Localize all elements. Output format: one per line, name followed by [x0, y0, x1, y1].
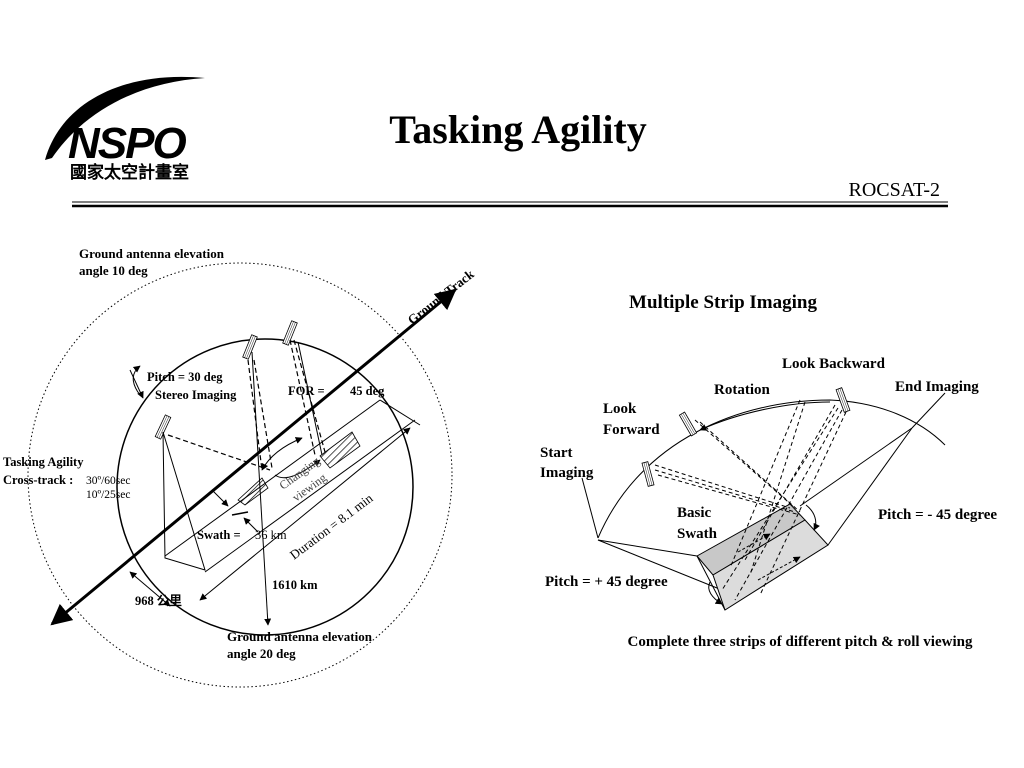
swath-value: 36 km [255, 528, 287, 542]
for-value: 45 deg [350, 384, 385, 398]
logo-swoosh [45, 76, 205, 160]
pitch-pos45-label: Pitch = + 45 degree [545, 574, 668, 590]
start-imaging-label-2: Imaging [540, 465, 594, 481]
pitch-30-label: Pitch = 30 deg [147, 370, 223, 384]
basic-swath-label: Basic [677, 505, 712, 521]
look-forward-label-2: Forward [603, 422, 660, 438]
tasking-agility-label: Tasking Agility [3, 455, 84, 469]
strip-imaging-caption: Complete three strips of different pitch… [628, 634, 973, 650]
end-imaging-label: End Imaging [895, 379, 979, 395]
pitch-neg45-label: Pitch = - 45 degree [878, 507, 997, 523]
strip-hatched [237, 477, 269, 506]
ground-antenna-20-label-2: angle 20 deg [227, 646, 296, 661]
cross-track-label: Cross-track : [3, 473, 73, 487]
right-diagram [581, 387, 946, 611]
logo-subtitle: 國家太空計畫室 [70, 162, 189, 182]
strip-hatched [319, 431, 361, 469]
distance-1610-label: 1610 km [272, 578, 318, 592]
ground-antenna-10-label-2: angle 10 deg [79, 263, 148, 278]
basic-swath-label-2: Swath [677, 526, 718, 542]
left-diagram [27, 262, 457, 688]
satellite-icon [242, 334, 258, 360]
page-subtitle: ROCSAT-2 [848, 179, 940, 201]
ground-antenna-20-label: Ground antenna elevation [227, 629, 373, 644]
distance-968-label: 968 公里 [135, 593, 182, 608]
ground-antenna-10-label: Ground antenna elevation [79, 246, 225, 261]
for-label: FOR = [288, 384, 325, 398]
strip-imaging-title: Multiple Strip Imaging [629, 292, 817, 313]
stereo-imaging-label: Stereo Imaging [155, 388, 237, 402]
start-imaging-label: Start [540, 445, 573, 461]
rotation-label: Rotation [714, 382, 770, 398]
swath-label: Swath = [197, 528, 241, 542]
look-forward-label: Look [603, 401, 637, 417]
satellite-icon [679, 411, 697, 437]
duration-arrow [199, 427, 411, 601]
cross-track-value-2: 10º/25sec [86, 489, 130, 501]
cross-track-value-1: 30º/60sec [86, 475, 130, 487]
for-band-cap [379, 399, 421, 426]
logo-text: NSPO [68, 119, 186, 168]
ground-track-label: Ground Track [405, 266, 478, 327]
look-backward-label: Look Backward [782, 356, 886, 372]
page-title: Tasking Agility [389, 107, 647, 152]
nspo-logo: NSPO 國家太空計畫室 [45, 76, 205, 182]
footprint-lines [162, 431, 206, 571]
satellite-icon [641, 461, 655, 487]
